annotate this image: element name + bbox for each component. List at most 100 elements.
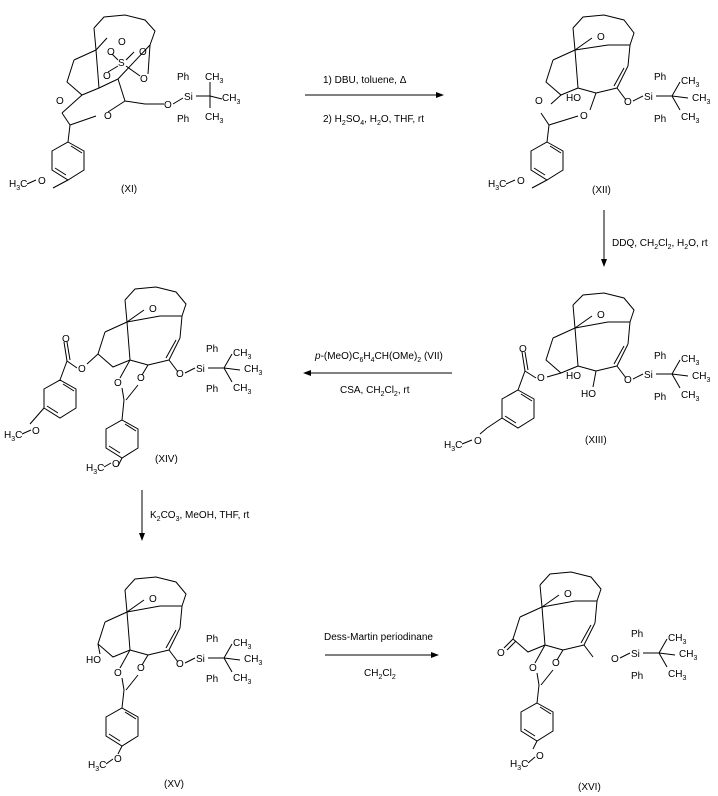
svg-text:CH3: CH3 (233, 673, 251, 686)
svg-text:O: O (149, 594, 157, 605)
svg-text:CH3: CH3 (692, 93, 710, 106)
svg-text:Ph: Ph (654, 72, 666, 83)
svg-text:CH3: CH3 (668, 633, 686, 646)
svg-text:O: O (137, 373, 145, 384)
svg-text:O: O (611, 654, 619, 665)
svg-text:Ph: Ph (206, 384, 218, 395)
compound-label-xvi: (XVI) (578, 782, 601, 793)
svg-text:CH3: CH3 (681, 390, 699, 403)
svg-text:CH3: CH3 (205, 112, 223, 125)
svg-text:H3C: H3C (86, 463, 104, 476)
svg-text:O: O (535, 96, 543, 107)
svg-text:O: O (474, 436, 482, 447)
svg-text:O: O (497, 648, 505, 659)
svg-text:O: O (56, 96, 64, 107)
svg-text:HO: HO (581, 389, 596, 400)
svg-text:H3C: H3C (4, 430, 22, 443)
svg-text:O: O (140, 74, 148, 85)
svg-text:Si: Si (196, 364, 205, 375)
compound-label-xv: (XV) (164, 779, 184, 790)
svg-text:CH3: CH3 (679, 649, 697, 662)
svg-text:O: O (164, 100, 172, 111)
step5-line2: CH2Cl2 (364, 668, 396, 681)
svg-text:CH3: CH3 (233, 348, 251, 361)
svg-text:S: S (118, 58, 125, 69)
compound-label-xii: (XII) (592, 185, 611, 196)
svg-text:H3C: H3C (510, 759, 528, 772)
svg-text:O: O (517, 176, 525, 187)
svg-text:O: O (137, 663, 145, 674)
svg-text:O: O (624, 97, 632, 108)
svg-text:O: O (78, 364, 86, 375)
svg-text:Ph: Ph (206, 344, 218, 355)
svg-text:H3C: H3C (9, 179, 27, 192)
svg-text:Si: Si (631, 649, 640, 660)
svg-text:H3C: H3C (88, 760, 106, 773)
svg-text:O: O (624, 375, 632, 386)
svg-text:CH3: CH3 (244, 364, 262, 377)
svg-text:O: O (529, 663, 537, 674)
svg-text:Ph: Ph (654, 114, 666, 125)
svg-text:O: O (118, 37, 126, 48)
svg-text:CH3: CH3 (681, 354, 699, 367)
compound-xv: O HO O O H3C O O Si Ph Ph CH3 (86, 576, 262, 790)
svg-text:Si: Si (644, 92, 653, 103)
reaction-step-1: 1) DBU, toluene, Δ 2) H2SO4, H2O, THF, r… (305, 75, 444, 127)
step4-text: K2CO3, MeOH, THF, rt (150, 510, 250, 523)
compound-xii: O HO O O H3C O O Si Ph Ph CH3 C (488, 14, 710, 196)
reaction-step-5: Dess-Martin periodinane CH2Cl2 (324, 632, 439, 681)
svg-text:O: O (597, 32, 605, 43)
svg-text:O: O (114, 754, 122, 765)
reaction-step-2: DDQ, CH2Cl2, H2O, rt (601, 210, 708, 267)
svg-text:Ph: Ph (206, 634, 218, 645)
compound-xiii: O HO HO O O H3C O O Si Ph Ph (444, 292, 710, 453)
compound-label-xiv: (XIV) (155, 454, 178, 465)
svg-text:O: O (564, 589, 572, 600)
svg-text:O: O (107, 47, 115, 58)
svg-text:Si: Si (196, 654, 205, 665)
svg-text:O: O (32, 426, 40, 437)
svg-text:O: O (552, 658, 560, 669)
svg-text:Si: Si (184, 92, 193, 103)
svg-text:O: O (62, 334, 70, 345)
svg-text:Si: Si (644, 370, 653, 381)
svg-text:Ph: Ph (631, 629, 643, 640)
compound-xvi: O O O O H3C O O Si Ph Ph (497, 571, 697, 793)
compound-xi: O O S O O O O O H3C O O Si Ph Ph CH3 CH3… (9, 14, 240, 195)
svg-text:O: O (580, 111, 588, 122)
svg-text:Ph: Ph (177, 72, 189, 83)
svg-text:CH3: CH3 (692, 371, 710, 384)
svg-text:HO: HO (86, 655, 101, 666)
svg-text:O: O (536, 751, 544, 762)
svg-text:Ph: Ph (654, 351, 666, 362)
svg-text:CH3: CH3 (244, 654, 262, 667)
svg-text:O: O (114, 668, 122, 679)
svg-text:CH3: CH3 (681, 76, 699, 89)
svg-text:O: O (176, 369, 184, 380)
svg-text:O: O (114, 378, 122, 389)
svg-text:HO: HO (566, 371, 581, 382)
svg-text:HO: HO (566, 93, 581, 104)
svg-text:H3C: H3C (444, 440, 462, 453)
svg-text:O: O (537, 373, 545, 384)
svg-text:O: O (104, 111, 112, 122)
step1-line1: 1) DBU, toluene, Δ (323, 75, 407, 86)
svg-text:CH3: CH3 (233, 383, 251, 396)
svg-text:Ph: Ph (206, 674, 218, 685)
svg-text:O: O (139, 47, 147, 58)
svg-text:CH3: CH3 (205, 72, 223, 85)
reaction-step-4: K2CO3, MeOH, THF, rt (139, 490, 250, 541)
step2-text: DDQ, CH2Cl2, H2O, rt (612, 238, 708, 251)
step1-line2: 2) H2SO4, H2O, THF, rt (323, 114, 424, 127)
svg-text:O: O (519, 344, 527, 355)
svg-text:Ph: Ph (631, 671, 643, 682)
svg-text:O: O (38, 176, 46, 187)
svg-text:CH3: CH3 (233, 638, 251, 651)
svg-text:Ph: Ph (654, 392, 666, 403)
svg-text:O: O (597, 310, 605, 321)
step3-line1: p-(MeO)C6H4CH(OMe)2 (VII) (314, 351, 443, 364)
step5-line1: Dess-Martin periodinane (324, 632, 433, 643)
svg-text:O: O (103, 71, 111, 82)
svg-text:O: O (112, 459, 120, 470)
